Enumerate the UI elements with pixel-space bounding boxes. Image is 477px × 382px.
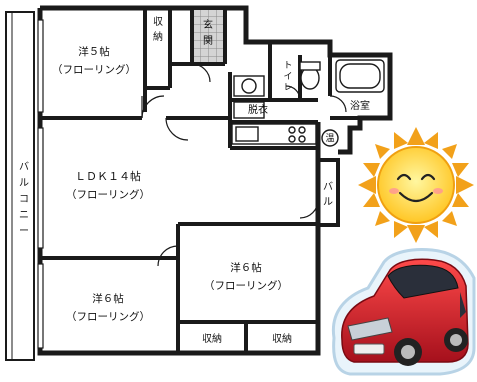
balcony-main-label-2: ル xyxy=(19,178,29,189)
western1-floor: （フローリング） xyxy=(52,63,136,76)
interior-walls xyxy=(40,8,390,353)
toilet-label-2: イ xyxy=(283,72,292,82)
storage-a-label: 収納 xyxy=(202,332,222,345)
entrance-label-2: 関 xyxy=(203,35,213,47)
balcony-main-label-1: バ xyxy=(19,161,29,173)
balcony-main xyxy=(5,11,35,361)
ldk-floor: （フローリング） xyxy=(66,188,150,201)
western3-name: 洋６帖 xyxy=(92,292,124,305)
car-icon xyxy=(331,248,476,376)
western2-floor: （フローリング） xyxy=(204,279,288,292)
doors xyxy=(141,63,347,267)
western2-name: 洋６帖 xyxy=(230,261,262,274)
western1-name: 洋５帖 xyxy=(78,45,110,58)
balcony-main-label-4: ニ xyxy=(19,210,29,221)
western3-floor: （フローリング） xyxy=(66,310,150,323)
closet1-label-1: 収 xyxy=(153,16,163,28)
dressing-label: 脱衣 xyxy=(248,103,268,116)
balcony-main-label-3: コ xyxy=(19,194,29,205)
bath-label: 浴室 xyxy=(350,99,370,112)
balcony-small-label-2: ル xyxy=(323,197,333,208)
closet1-label-2: 納 xyxy=(153,30,163,43)
windows xyxy=(37,19,44,349)
room-labels: 洋５帖 （フローリング） 収 納 玄 関 ト イ レ 脱衣 浴室 温 バ ル バ… xyxy=(19,16,370,345)
entrance-tile xyxy=(194,10,223,62)
fixtures xyxy=(231,59,385,147)
toilet-label-3: レ xyxy=(283,83,292,93)
sun-icon xyxy=(358,127,474,243)
toilet-label-1: ト xyxy=(283,61,292,71)
water-heater-label: 温 xyxy=(325,133,334,144)
storage-b-label: 収納 xyxy=(272,332,292,345)
ldk-name: ＬＤＫ１４帖 xyxy=(75,170,141,183)
entrance-label-1: 玄 xyxy=(203,18,213,31)
balcony-main-label-5: ー xyxy=(19,226,29,237)
balcony-small-label-1: バ xyxy=(323,181,333,193)
